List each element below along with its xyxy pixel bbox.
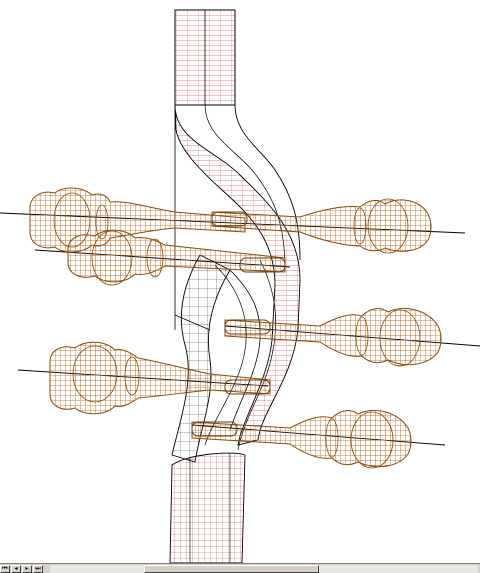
tuning-peg-2[interactable]	[211, 198, 432, 254]
tuning-peg-6[interactable]	[191, 410, 412, 469]
peg-shafts	[191, 211, 286, 437]
tuning-peg-4[interactable]	[224, 308, 442, 367]
horizontal-scrollbar[interactable]: ⏮ ◂ ▸ ⏭	[0, 563, 480, 573]
previous-page-icon[interactable]: ◂	[11, 565, 21, 573]
pegbox-upper	[174, 9, 236, 330]
tuning-peg-3[interactable]	[67, 229, 286, 286]
scroll-thumb[interactable]	[144, 565, 319, 573]
tuning-peg-5[interactable]	[49, 341, 271, 415]
last-page-icon[interactable]: ⏭	[33, 565, 43, 573]
neck-lower	[169, 452, 246, 563]
scroll-track[interactable]	[50, 565, 478, 573]
first-page-icon[interactable]: ⏮	[0, 565, 10, 573]
next-page-icon[interactable]: ▸	[22, 565, 32, 573]
